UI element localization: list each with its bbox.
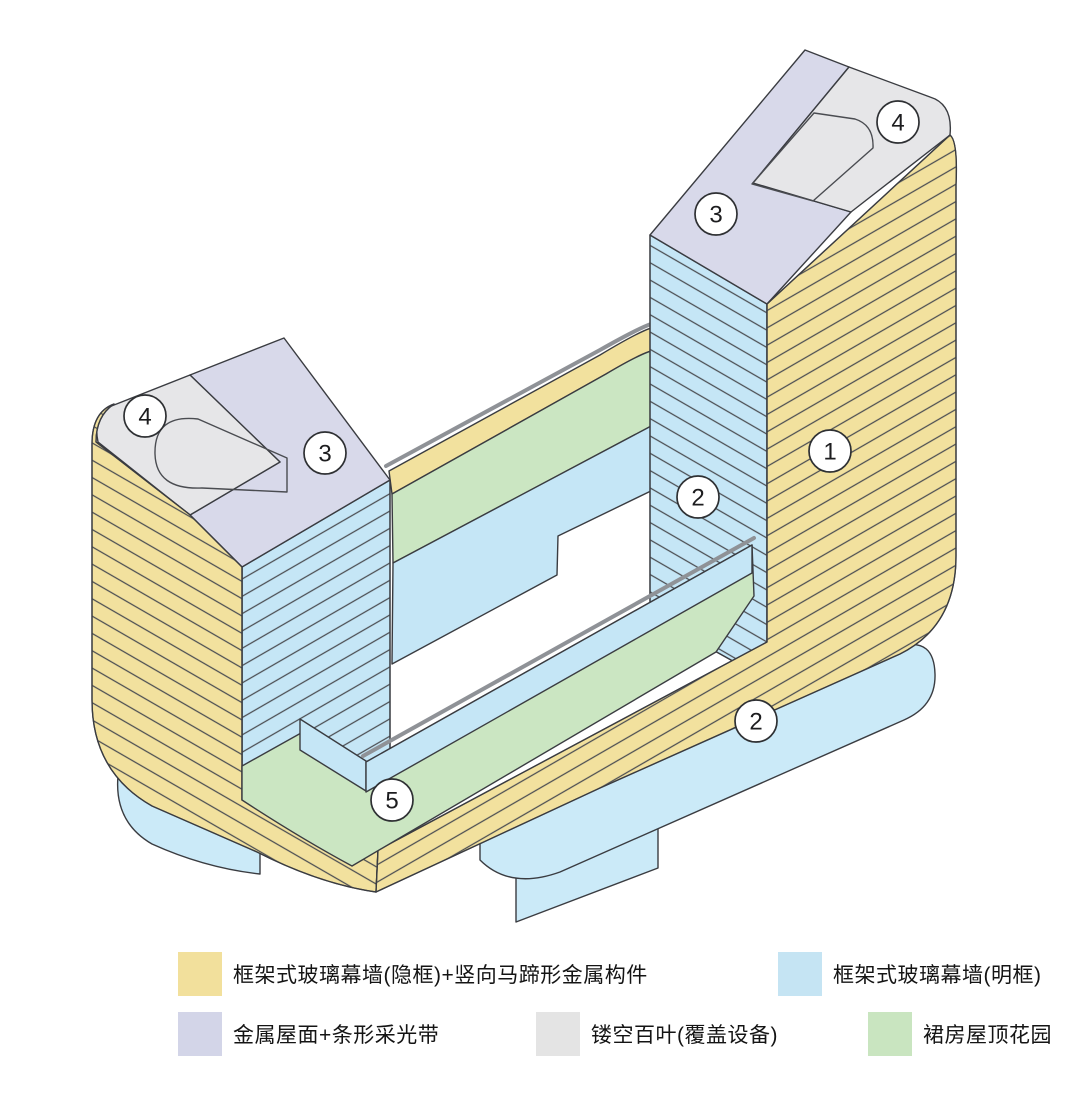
svg-text:4: 4 [138,404,151,431]
axonometric-diagram: 4 3 1 2 4 3 5 2 [91,49,958,923]
callout-framed-wall-tower: 2 [676,475,720,519]
svg-text:2: 2 [749,709,762,736]
svg-text:4: 4 [891,110,904,137]
legend-swatch-green [868,1012,912,1056]
svg-text:1: 1 [823,439,836,466]
podium-roof-garden-group [241,536,756,867]
legend-label: 金属屋面+条形采光带 [233,1024,440,1047]
callouts: 4 3 1 2 4 3 5 2 [123,100,920,822]
rear-wing [384,321,657,665]
legend-label: 镂空百叶(覆盖设备) [591,1024,778,1047]
callout-louvers-right: 4 [876,100,920,144]
callout-louvers-left: 4 [123,394,167,438]
legend-item-metal-roof: 金属屋面+条形采光带 [178,1012,439,1056]
svg-text:3: 3 [318,441,331,468]
legend-swatch-yellow [178,952,222,996]
callout-metal-roof-right: 3 [694,192,738,236]
legend-item-hidden-frame: 框架式玻璃幕墙(隐框)+竖向马蹄形金属构件 [178,952,648,996]
legend-item-louvers: 镂空百叶(覆盖设备) [536,1012,778,1056]
base-slab-right [479,643,936,880]
svg-text:5: 5 [385,788,398,815]
legend-swatch-lavender [178,1012,222,1056]
legend-label: 框架式玻璃幕墙(隐框)+竖向马蹄形金属构件 [233,964,648,987]
parapet-long-wall [365,544,753,793]
curtainwall-hidden-frame-left-hatch [91,403,379,893]
legend-label: 裙房屋顶花园 [923,1024,1052,1047]
callout-hidden-frame-wall: 1 [808,429,852,473]
tower-right-equipment-outline [751,112,874,202]
parapet-long-wall-cap [361,536,756,758]
legend-item-roof-garden: 裙房屋顶花园 [868,1012,1052,1056]
curtainwall-hidden-frame-right-hatch [375,134,957,893]
legend-label: 框架式玻璃幕墙(明框) [833,964,1042,987]
callout-metal-roof-left: 3 [303,431,347,475]
legend-item-framed: 框架式玻璃幕墙(明框) [778,952,1042,996]
legend-swatch-gray [536,1012,580,1056]
svg-text:3: 3 [709,202,722,229]
tower-left-equipment-outline [154,417,288,493]
callout-roof-garden: 5 [370,778,414,822]
legend-swatch-blue [778,952,822,996]
svg-text:2: 2 [691,485,704,512]
callout-framed-wall-base: 2 [734,699,778,743]
